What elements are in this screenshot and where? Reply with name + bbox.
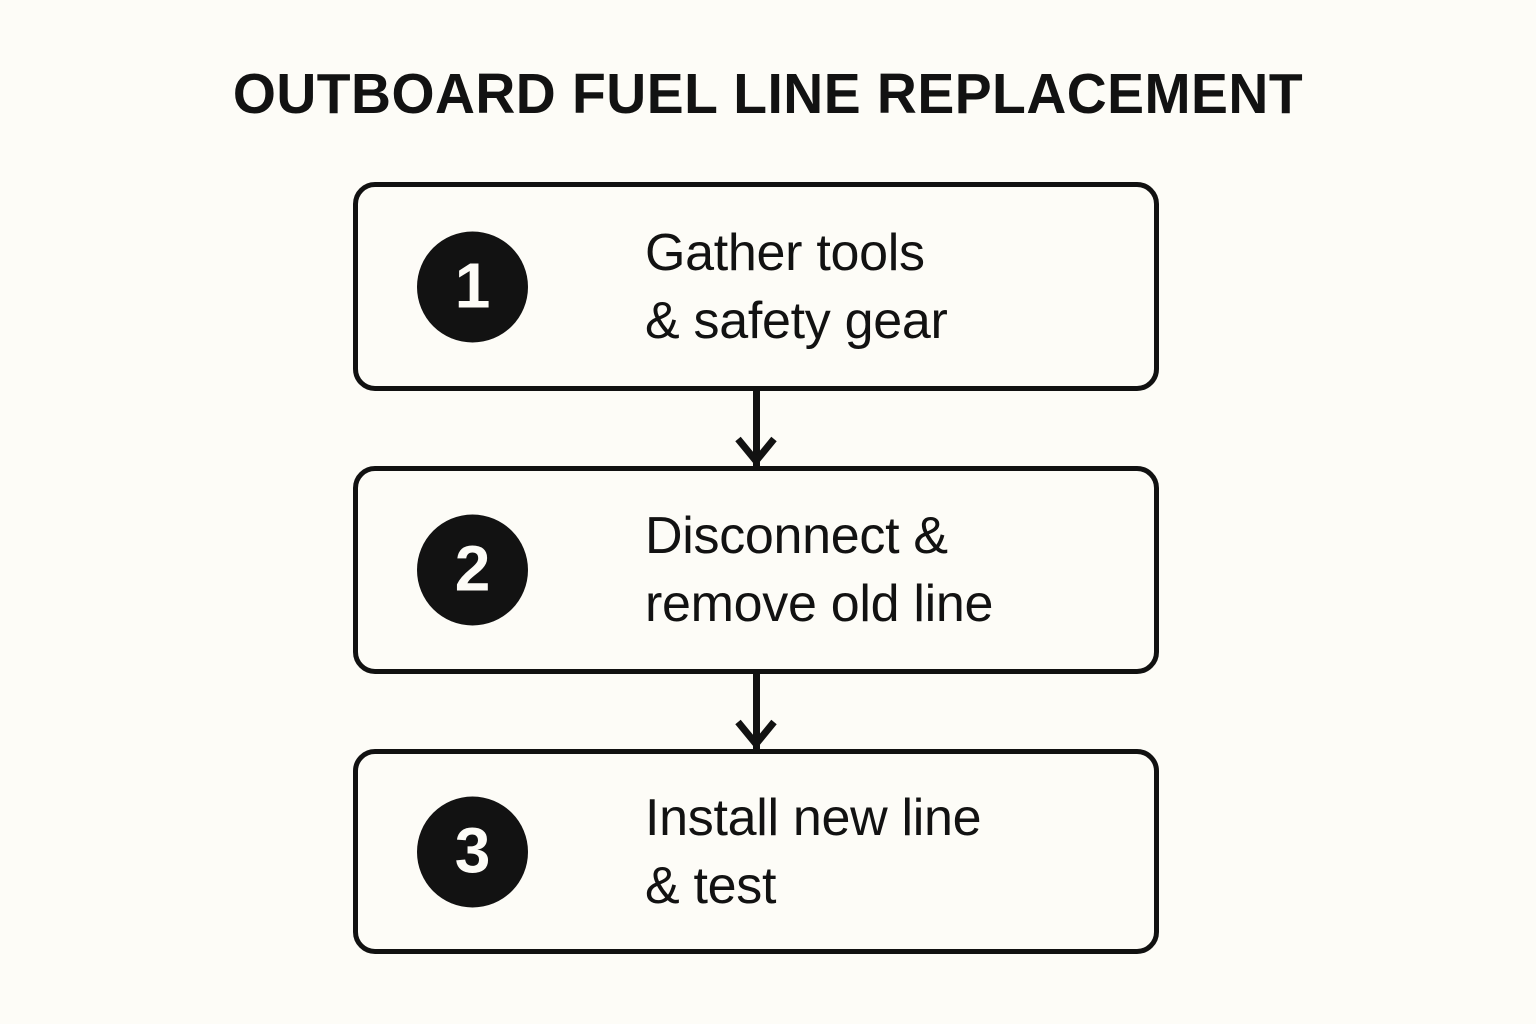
step-box-2[interactable]: 2 Disconnect & remove old line (353, 466, 1159, 674)
arrow-down-icon (735, 718, 777, 750)
step-number-badge-3: 3 (417, 796, 528, 907)
connector-line (753, 391, 760, 466)
step-label-3-line-1: Install new line (645, 788, 982, 847)
step-label-1-line-2: & safety gear (645, 291, 948, 350)
flow-chart: 1 Gather tools & safety gear 2 Disconnec… (353, 182, 1159, 954)
arrow-down-icon (735, 435, 777, 467)
step-label-3: Install new line & test (645, 784, 982, 920)
step-label-2-line-2: remove old line (645, 575, 994, 633)
step-label-2-line-1: Disconnect & (645, 507, 948, 565)
step-label-3-line-2: & test (645, 856, 777, 915)
step-box-3[interactable]: 3 Install new line & test (353, 749, 1159, 954)
step-number-badge-2: 2 (417, 514, 528, 626)
step-number-badge-1: 1 (417, 231, 528, 342)
step-label-1: Gather tools & safety gear (645, 219, 948, 355)
connector-line (753, 674, 760, 749)
step-label-2: Disconnect & remove old line (645, 502, 993, 638)
step-label-1-line-1: Gather tools (645, 223, 925, 282)
page-title: OUTBOARD FUEL LINE REPLACEMENT (232, 62, 1304, 126)
step-box-1[interactable]: 1 Gather tools & safety gear (353, 182, 1159, 391)
connector-2-to-3 (353, 674, 1159, 750)
connector-1-to-2 (353, 391, 1159, 467)
